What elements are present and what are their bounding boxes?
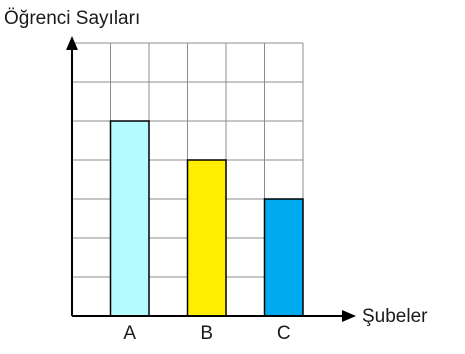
bar-a	[109, 120, 150, 317]
bar-c	[263, 198, 304, 317]
x-tick-label-b: B	[200, 323, 213, 344]
x-axis-label: Şubeler	[362, 306, 428, 327]
bars	[109, 120, 304, 317]
x-axis-arrowhead	[342, 310, 356, 322]
x-tick-label-a: A	[123, 323, 136, 344]
y-axis-label: Öğrenci Sayıları	[4, 8, 140, 29]
x-tick-labels: A B C	[123, 323, 290, 344]
axes	[66, 36, 356, 322]
bar-b	[186, 159, 227, 317]
y-axis-arrowhead	[66, 36, 78, 50]
x-tick-label-c: C	[277, 323, 291, 344]
